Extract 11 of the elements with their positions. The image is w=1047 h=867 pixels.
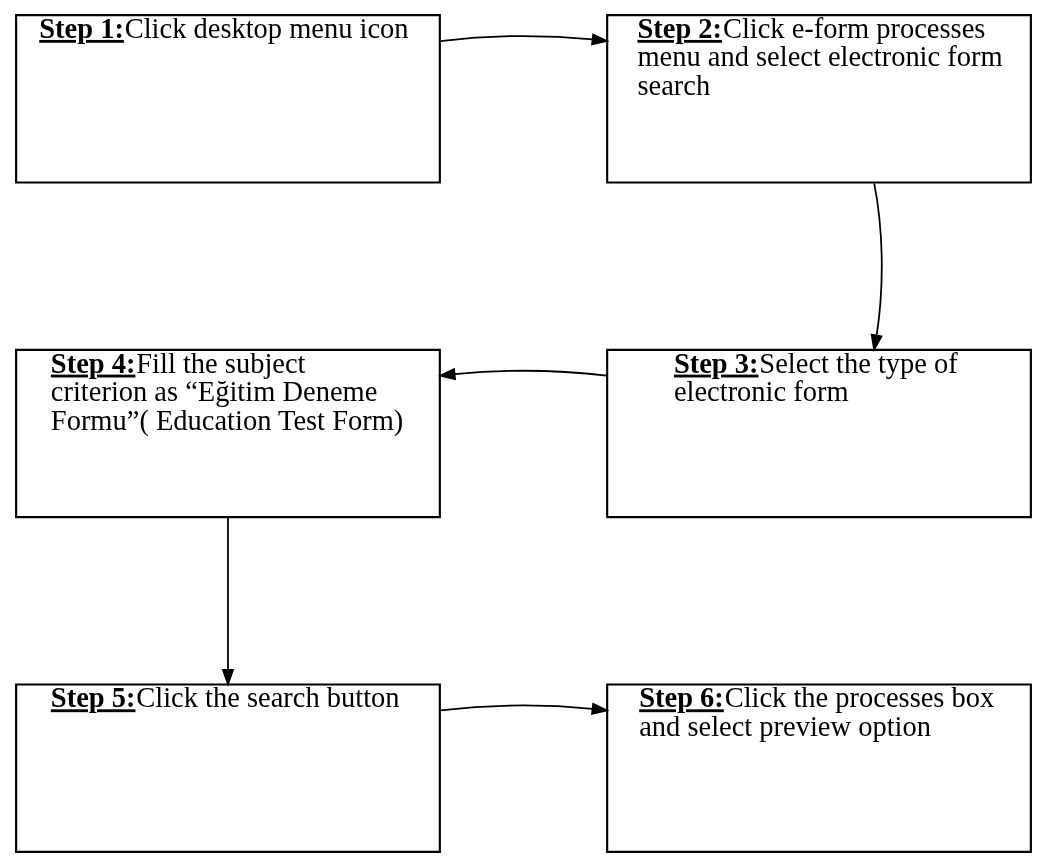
arrow (439, 702, 610, 715)
node-box: Step 2:Click e-form processes menu and select electronic form search (606, 14, 1032, 184)
node-box: Step 4:Fill the subject criterion as “Eğitim Deneme Formu”( Education Test Form) (15, 348, 441, 519)
node-box: Step 3:Select the type of electronic form (606, 348, 1032, 519)
node-box: Step 5:Click the search button (15, 683, 441, 853)
arrow (439, 33, 610, 46)
arrow (221, 517, 235, 687)
arrow (870, 182, 883, 353)
node-box: Step 6:Click the processes box and select preview option (606, 683, 1032, 853)
arrow (437, 367, 608, 381)
node-box: Step 1:Click desktop menu icon (15, 14, 441, 184)
